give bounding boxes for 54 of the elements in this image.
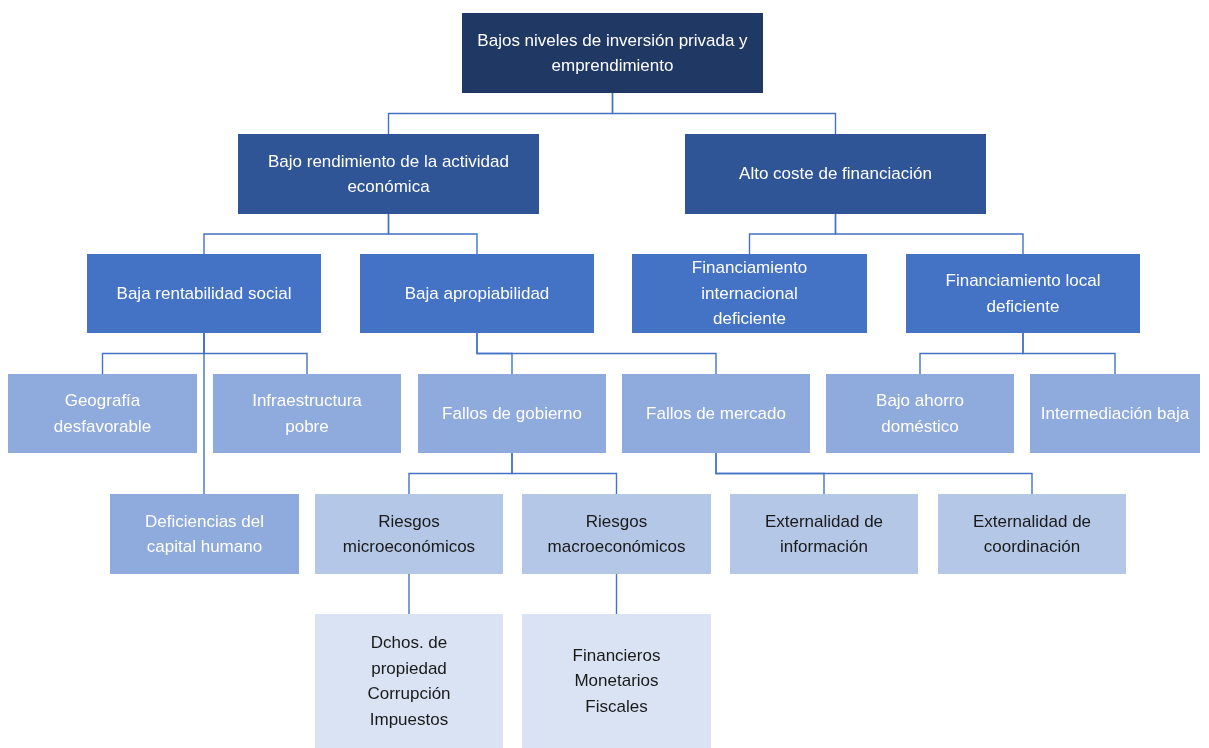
connector-line (408, 573, 410, 615)
box-label: Bajo rendimiento de la actividad económica (267, 150, 510, 198)
box-label: Riesgos macroeconómicos (546, 510, 687, 558)
hierarchy-box (238, 134, 539, 214)
hierarchy-box (418, 374, 606, 453)
hierarchy-box (730, 494, 918, 574)
box-label: Baja apropiabilidad (404, 282, 550, 305)
box-label: Dchos. de propiedad (369, 632, 449, 680)
box-label: Monetarios (574, 670, 659, 693)
hierarchy-box (213, 374, 401, 453)
box-label: Externalidad de información (763, 510, 885, 558)
box-label: Bajos niveles de inversión privada y emprendimiento (476, 29, 749, 77)
box-label: Financiamiento internacional deficiente (690, 257, 809, 331)
connector-line (611, 92, 837, 135)
box-label: Bajo ahorro doméstico (875, 390, 965, 438)
connector-line (387, 213, 478, 255)
hierarchy-box (632, 254, 867, 333)
hierarchy-box (315, 494, 503, 574)
box-label: Fallos de gobierno (442, 402, 582, 425)
connector-line (615, 573, 618, 615)
hierarchy-box (906, 254, 1140, 333)
hierarchy-box (685, 134, 986, 214)
box-label: Deficiencias del capital humano (143, 510, 266, 558)
hierarchy-box (87, 254, 321, 333)
hierarchy-box (315, 614, 503, 748)
connector-line (511, 452, 618, 495)
hierarchy-box (938, 494, 1126, 574)
box-label: Infraestructura pobre (251, 390, 363, 438)
box-label: Alto coste de financiación (739, 163, 932, 186)
box-label: Corrupción (367, 683, 451, 705)
box-label: Baja rentabilidad social (116, 282, 292, 305)
hierarchy-box (8, 374, 197, 453)
box-label: Externalidad de coordinación (971, 510, 1093, 558)
box-label: Fallos de mercado (646, 402, 786, 425)
box-label: Intermediación baja (1040, 402, 1190, 425)
hierarchy-box (622, 374, 810, 453)
box-label: Fiscales (585, 695, 648, 718)
box-label: Riesgos microeconómicos (341, 510, 477, 558)
hierarchy-box (360, 254, 594, 333)
box-label: Geografía desfavorable (52, 390, 153, 438)
box-label: Financiamiento local deficiente (944, 270, 1102, 318)
hierarchy-box (522, 614, 711, 748)
connector-line (715, 452, 1033, 495)
hierarchy-box (110, 494, 299, 574)
connector-line (476, 332, 717, 375)
hierarchy-box (462, 13, 763, 93)
connector-line (834, 213, 1024, 255)
connector-line (1022, 332, 1116, 375)
connector-line (203, 332, 205, 495)
box-label: Impuestos (369, 708, 449, 731)
box-label: Financieros (572, 644, 661, 667)
hierarchy-box (1030, 374, 1200, 453)
hierarchy-box (522, 494, 711, 574)
hierarchy-box (826, 374, 1014, 453)
